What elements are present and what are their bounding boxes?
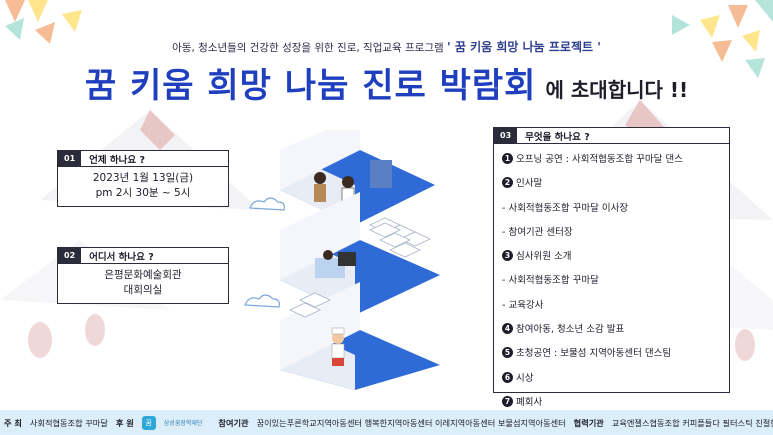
program-item-number: 3 (502, 250, 513, 262)
event-time: pm 2시 30분 ~ 5시 (95, 187, 191, 199)
when-card-body: 2023년 1월 13일(금) pm 2시 30분 ~ 5시 (58, 167, 228, 201)
sponsor-logo: 꿈 삼성꿈장학재단 (141, 415, 211, 430)
program-item-number: 1 (502, 153, 513, 164)
program-item-number: 2 (502, 177, 513, 189)
participants-label: 참여기관 (218, 417, 249, 428)
program-item-number: 5 (502, 347, 513, 359)
program-item: - 참여기관 센터장 (502, 221, 729, 245)
program-item: - 사회적협동조합 꾸마달 이사장 (502, 197, 729, 221)
when-card: 01 언제 하나요 ? 2023년 1월 13일(금) pm 2시 30분 ~ … (57, 150, 229, 207)
where-num: 02 (58, 248, 82, 263)
what-heading: 무엇을 하나요 ? (525, 131, 590, 143)
program-item-number: 7 (502, 395, 513, 407)
program-item-text: 시상 (516, 372, 534, 384)
participants-list: 꿈이있는푸른학교지역아동센터 행복한지역아동센터 이레지역아동센터 보물섬지역아… (256, 417, 566, 428)
sponsor-logo-icon: 꿈 (141, 415, 156, 430)
title-main: 꿈 키움 희망 나눔 진로 박람회 (84, 66, 537, 106)
program-item-text: 초청공연 : 보물섬 지역아동센터 댄스팀 (516, 348, 672, 360)
when-heading: 언제 하나요 ? (89, 154, 145, 166)
host-label: 주 최 (4, 417, 22, 428)
event-date: 2023년 1월 13일(금) (92, 172, 194, 184)
program-item-number: 4 (502, 323, 513, 335)
cooperation-label: 협력기관 (573, 417, 604, 428)
program-item-text: - 사회적협동조합 꾸마달 이사장 (502, 202, 629, 214)
program-item-text: 인사말 (516, 178, 543, 190)
sponsor-logo-text: 삼성꿈장학재단 (163, 420, 203, 427)
subtitle: 아동, 청소년들의 건강한 성장을 위한 진로, 직업교육 프로그램 ' 꿈 키… (0, 38, 773, 55)
program-item-text: - 사회적협동조합 꾸마달 (502, 275, 599, 287)
building-illustration (244, 130, 440, 390)
title-tail: 에 초대합니다 !! (545, 78, 689, 102)
when-card-header: 01 언제 하나요 ? (58, 151, 228, 167)
where-card: 02 어디서 하나요 ? 은평문화예술회관 대회의실 (57, 247, 229, 304)
footer: 주 최 사회적협동조합 꾸마달 후 원 꿈 삼성꿈장학재단 참여기관 꿈이있는푸… (0, 410, 773, 435)
subtitle-text: 아동, 청소년들의 건강한 성장을 위한 진로, 직업교육 프로그램 (172, 42, 444, 54)
project-name: ' 꿈 키움 희망 나눔 프로젝트 ' (447, 40, 601, 54)
where-card-header: 02 어디서 하나요 ? (58, 248, 228, 264)
cooperation-list: 교육엔젤스협동조합 커피플들다 필터스틱 친절한목수들 (611, 417, 773, 428)
program-item-text: 심사위원 소개 (516, 251, 572, 263)
event-room: 대회의실 (123, 284, 163, 296)
sponsor-label: 후 원 (115, 417, 134, 428)
what-num: 03 (494, 128, 518, 143)
program-item-text: - 교육강사 (502, 299, 544, 311)
where-heading: 어디서 하나요 ? (89, 251, 154, 263)
program-item-text: 오프닝 공연 : 사회적협동조합 꾸마달 댄스 (516, 154, 683, 165)
where-card-body: 은평문화예술회관 대회의실 (58, 264, 228, 298)
page-title: 꿈 키움 희망 나눔 진로 박람회 에 초대합니다 !! (0, 58, 773, 107)
program-item: - 교육강사 (502, 294, 729, 318)
program-item-text: - 참여기관 센터장 (502, 226, 573, 238)
program-item: - 사회적협동조합 꾸마달 (502, 269, 729, 293)
when-num: 01 (58, 151, 82, 166)
bunting-left (5, 0, 82, 44)
what-card-header: 03 무엇을 하나요 ? (494, 128, 729, 144)
program-item-text: 폐회사 (516, 396, 543, 408)
bunting-right (672, 0, 773, 78)
host-name: 사회적협동조합 꾸마달 (29, 417, 108, 428)
event-place: 은평문화예술회관 (104, 269, 182, 281)
program-item-number: 6 (502, 371, 513, 383)
program-item-text: 참여아동, 청소년 소감 발표 (516, 324, 625, 336)
